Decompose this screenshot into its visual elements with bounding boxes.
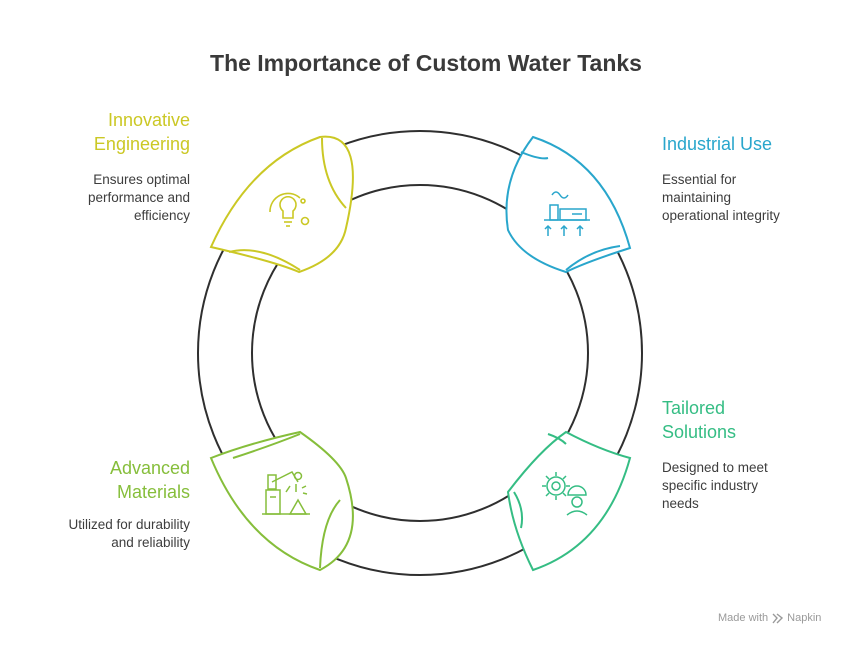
diagram-title: The Importance of Custom Water Tanks [210,50,642,76]
innovative-desc-line1: Ensures optimal [93,172,190,187]
ring-inner [251,184,589,522]
innovative-desc-line3: efficiency [133,208,190,223]
tailored-arrow [506,430,632,572]
advanced-heading: Advanced Materials [40,456,190,504]
lightbulb-gear-icon [269,192,310,227]
innovative-desc-line2: performance and [87,190,190,205]
tailored-heading-line1: Tailored [662,398,726,418]
industrial-description: Essential for maintaining operational in… [662,171,832,225]
napkin-brand: Napkin [787,612,822,624]
tailored-description: Designed to meet specific industry needs [662,459,832,513]
industrial-arrow [505,135,632,274]
innovative-description: Ensures optimal performance and efficien… [30,171,190,225]
advanced-desc-line1: Utilized for durability [68,517,190,532]
advanced-desc-line2: and reliability [111,535,190,550]
made-with-napkin[interactable]: Made with Napkin [718,612,821,624]
advanced-heading-line2: Materials [116,482,190,502]
industrial-desc-line1: Essential for [662,172,737,187]
tailored-heading: Tailored Solutions [662,396,832,444]
gear-worker-icon [542,472,588,516]
made-with-label: Made with [718,612,769,624]
advanced-heading-line1: Advanced [109,458,190,478]
advanced-arrow [209,430,354,572]
napkin-logo-icon [772,612,784,623]
innovative-heading-line2: Engineering [93,134,190,154]
factory-icon [544,191,590,236]
tailored-heading-line2: Solutions [662,422,737,442]
tailored-desc-line1: Designed to meet [662,460,768,475]
robot-arm-icon [262,471,310,515]
tailored-desc-line3: needs [662,496,699,511]
industrial-desc-line3: operational integrity [662,208,780,223]
tailored-desc-line2: specific industry [662,478,759,493]
innovative-heading-line1: Innovative [107,110,190,130]
ring-outer [197,130,643,576]
industrial-heading-line1: Industrial Use [662,134,773,154]
innovative-heading: Innovative Engineering [40,108,190,156]
industrial-heading: Industrial Use [662,132,832,156]
innovative-arrow [209,135,354,274]
advanced-description: Utilized for durability and reliability [20,516,190,552]
industrial-desc-line2: maintaining [662,190,732,205]
